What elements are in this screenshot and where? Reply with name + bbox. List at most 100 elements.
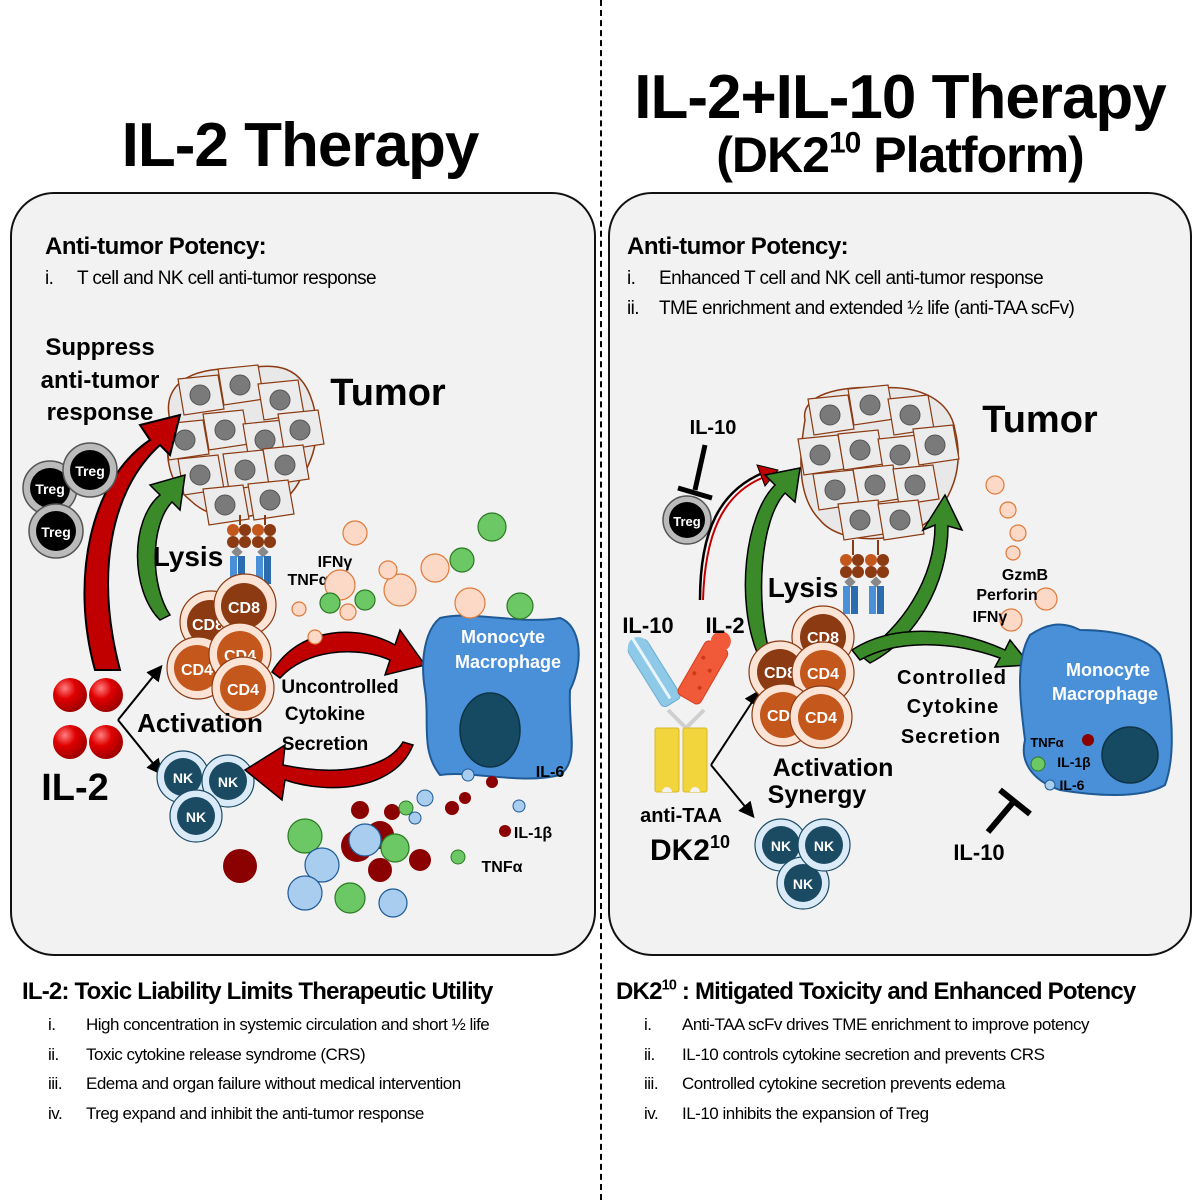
footer-item: iv.IL-10 inhibits the expansion of Treg	[644, 1103, 929, 1123]
perforin-label: Perforin	[976, 587, 1037, 604]
anti-taa-label: anti-TAA	[640, 805, 722, 827]
nk-cell-cluster: NK NK NK	[156, 750, 255, 843]
il1b-label: IL-1β	[514, 825, 552, 842]
activation-arrow	[117, 664, 163, 721]
svg-text:NK: NK	[771, 838, 791, 854]
tumor-icon	[162, 364, 325, 526]
svg-text:Treg: Treg	[41, 524, 71, 540]
tnfa-label: TNFα	[288, 572, 329, 589]
t-cell-cluster: CD8 CD8 CD4 CD4 CD4	[166, 573, 277, 720]
svg-text:CD8: CD8	[228, 600, 260, 617]
treg-cell: Treg	[662, 495, 712, 545]
svg-text:NK: NK	[173, 770, 193, 786]
tumor-icon	[797, 384, 960, 541]
svg-text:CD4: CD4	[181, 662, 213, 679]
right-footer-title: DK210 : Mitigated Toxicity and Enhanced …	[616, 977, 1136, 1005]
svg-text:Monocyte: Monocyte	[461, 627, 545, 647]
ifng-label: IFNγ	[318, 554, 353, 571]
left-potency-title: Anti-tumor Potency:	[45, 233, 267, 260]
right-potency-item: ii.TME enrichment and extended ½ life (a…	[627, 298, 1075, 319]
right-title: IL-2+IL-10 Therapy	[634, 63, 1167, 132]
lysis-label: Lysis	[768, 572, 839, 603]
suppress-arrow	[83, 413, 182, 671]
macrophage-icon: Monocyte Macrophage TNFα IL-1β IL-6	[1019, 623, 1173, 796]
inhibition-icon	[677, 444, 713, 501]
t-cell-cluster: CD8 CD8 CD4 CD4 CD4	[748, 605, 855, 749]
svg-text:TNFα: TNFα	[1030, 735, 1063, 750]
il2-molecules	[53, 678, 123, 759]
svg-text:Macrophage: Macrophage	[455, 652, 561, 672]
footer-item: ii.IL-10 controls cytokine secretion and…	[644, 1044, 1045, 1064]
tcr-receptor-icon	[840, 540, 889, 614]
left-potency-item: i.T cell and NK cell anti-tumor response	[45, 268, 377, 289]
suppress-label: Suppress	[45, 334, 154, 361]
svg-text:Treg: Treg	[35, 481, 65, 497]
secretion-label: Controlled	[897, 667, 1007, 689]
panel-divider	[600, 0, 602, 1200]
svg-text:CD4: CD4	[805, 710, 837, 727]
svg-text:Monocyte: Monocyte	[1066, 660, 1150, 680]
svg-text:Macrophage: Macrophage	[1052, 684, 1158, 704]
activation-label: Activation	[137, 708, 263, 738]
svg-text:CD4: CD4	[227, 682, 259, 699]
right-potency-item: i.Enhanced T cell and NK cell anti-tumor…	[627, 268, 1044, 289]
left-title: IL-2 Therapy	[121, 111, 480, 180]
dk210-antibody-icon	[627, 631, 731, 793]
svg-text:NK: NK	[186, 809, 206, 825]
secretion-label: Cytokine	[285, 704, 365, 725]
feedback-arrow	[243, 741, 415, 802]
svg-text:IL-1β: IL-1β	[1057, 754, 1091, 770]
footer-item: iii.Edema and organ failure without medi…	[48, 1074, 461, 1093]
footer-item: iii.Controlled cytokine secretion preven…	[644, 1074, 1005, 1093]
svg-text:IL-6: IL-6	[1060, 777, 1085, 793]
activation-arrow	[117, 719, 163, 776]
secretion-label: Secretion	[282, 734, 369, 755]
activation-synergy-label: Activation	[773, 754, 894, 782]
right-subtitle: (DK210 Platform)	[716, 126, 1084, 183]
macrophage-icon: Monocyte Macrophage	[422, 614, 580, 780]
tumor-label: Tumor	[982, 399, 1098, 441]
svg-text:NK: NK	[814, 838, 834, 854]
svg-text:CD8: CD8	[192, 617, 224, 634]
secretion-arrow	[271, 628, 427, 680]
secretion-label: Cytokine	[907, 696, 999, 718]
svg-text:NK: NK	[218, 774, 238, 790]
cytokine-particles	[985, 475, 1058, 632]
il2-label: IL-2	[705, 613, 744, 638]
left-footer-title: IL-2: Toxic Liability Limits Therapeutic…	[22, 978, 493, 1005]
treg-cells: Treg Treg Treg	[22, 442, 118, 559]
right-potency-title: Anti-tumor Potency:	[627, 233, 849, 260]
ifng-label: IFNγ	[973, 609, 1008, 626]
secretion-label: Uncontrolled	[281, 677, 398, 698]
gzmb-label: GzmB	[1002, 567, 1048, 584]
il10-inhibitor-label: IL-10	[690, 417, 737, 439]
tnfa-label: TNFα	[482, 859, 523, 876]
il2-arrow	[698, 470, 766, 601]
lysis-arrow	[744, 467, 801, 656]
activation-arrow	[710, 764, 755, 819]
nk-cell-cluster: NK NK NK	[754, 818, 851, 910]
dk210-label: DK210	[650, 832, 730, 867]
footer-item: i.Anti-TAA scFv drives TME enrichment to…	[644, 1015, 1089, 1034]
right-footer-list: i.Anti-TAA scFv drives TME enrichment to…	[644, 1015, 1089, 1133]
footer-item: ii.Toxic cytokine release syndrome (CRS)	[48, 1044, 366, 1064]
activation-arrow	[710, 689, 761, 766]
cytokine-particles	[223, 768, 526, 918]
il6-label: IL-6	[536, 764, 565, 781]
svg-text:Treg: Treg	[75, 463, 105, 479]
svg-text:CD8: CD8	[764, 665, 796, 682]
il2-label: IL-2	[41, 767, 109, 809]
svg-text:NK: NK	[793, 876, 813, 892]
suppress-label: anti-tumor	[41, 367, 160, 394]
controlled-secretion-arrow	[850, 630, 1032, 668]
il10-inhibitor-label: IL-10	[953, 840, 1004, 865]
inhibition-icon	[985, 787, 1032, 834]
cytokine-particles	[291, 512, 534, 645]
lysis-label: Lysis	[153, 541, 224, 572]
activation-synergy-label: Synergy	[768, 781, 867, 809]
tumor-label: Tumor	[330, 372, 446, 414]
lysis-arrow	[136, 473, 186, 621]
footer-item: iv.Treg expand and inhibit the anti-tumo…	[48, 1103, 424, 1123]
left-footer-list: i.High concentration in systemic circula…	[48, 1015, 490, 1133]
